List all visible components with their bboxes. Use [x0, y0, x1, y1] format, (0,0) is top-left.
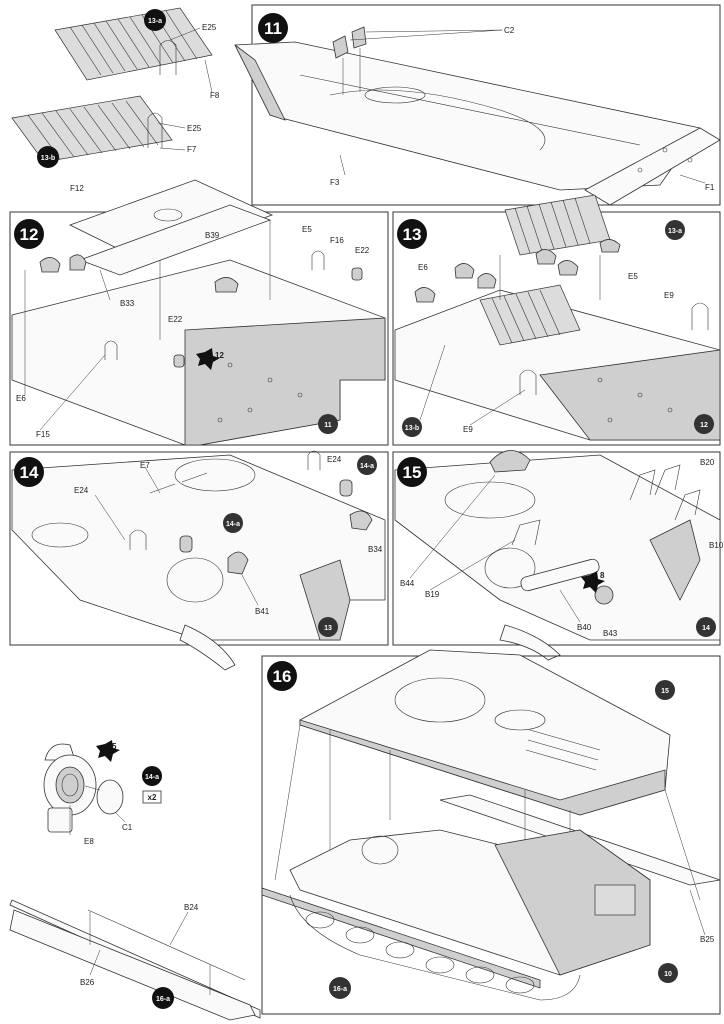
step-15-number: 15: [403, 463, 422, 482]
ref-step-15-badge: [655, 680, 675, 700]
subassembly-14a-badge: [142, 766, 162, 786]
part-E22-label: E22: [355, 246, 370, 255]
subassembly-16a-drawing: [9, 899, 261, 1021]
ref-14a-badge: [223, 513, 243, 533]
part-E8-label: E8: [84, 837, 94, 846]
ref-step-11-badge: [318, 414, 338, 434]
part-E6-label: E6: [418, 263, 428, 272]
part-B25-label: B25: [700, 935, 715, 944]
subassembly-13a-label: 13-a: [148, 18, 162, 25]
ref-step-10-badge: [658, 963, 678, 983]
step-13-drawing: [394, 194, 721, 441]
part-E5-label: E5: [628, 272, 638, 281]
part-C1-label: C1: [122, 823, 133, 832]
part-E24-label: E24: [74, 486, 89, 495]
subassembly-14a-drawing: [43, 740, 126, 835]
ref-14a-label: 14-a: [360, 463, 374, 470]
ref-step-15-label: 15: [661, 688, 669, 695]
part-F1-label: F1: [705, 183, 715, 192]
part-F12-label: F12: [70, 184, 84, 193]
step-12-drawing: [11, 179, 386, 446]
part-B34-label: B34: [368, 545, 383, 554]
ref-step-5-label: 5: [112, 742, 117, 751]
ref-step-12-label: 12: [700, 422, 708, 429]
quantity-label: x2: [148, 793, 157, 802]
part-C2-label: C2: [504, 26, 515, 35]
step-11-frame: [251, 4, 721, 206]
ref-13b-label: 13-b: [405, 425, 419, 432]
ref-13a-label: 13-a: [668, 228, 682, 235]
part-F8-label: F8: [210, 91, 220, 100]
step-14-badge: [14, 457, 44, 487]
step-15-drawing: [394, 450, 721, 661]
step-11-number: 11: [264, 19, 282, 38]
ref-step-8-label: 8: [600, 571, 605, 580]
subassembly-13a-badge: [144, 9, 166, 31]
step-11-badge: [258, 13, 288, 43]
step-15-badge: [397, 457, 427, 487]
ref-step-13-label: 13: [324, 625, 332, 632]
ref-step-13-badge: [318, 617, 338, 637]
part-E7-label: E7: [140, 461, 150, 470]
step-16-badge: [267, 661, 297, 691]
part-F3-label: F3: [330, 178, 340, 187]
part-B41-label: B41: [255, 607, 270, 616]
subassembly-16a-label: 16-a: [156, 996, 170, 1003]
subassembly-13b-badge: [37, 146, 59, 168]
part-F16-label: F16: [330, 236, 344, 245]
part-B44-label: B44: [400, 579, 415, 588]
part-B33-label: B33: [120, 299, 135, 308]
step-12-number: 12: [20, 225, 39, 244]
part-B39-label: B39: [205, 231, 220, 240]
ref-16a-badge: [329, 977, 351, 999]
subassembly-13b-drawing: [11, 95, 186, 163]
ref-14a-badge: [357, 455, 377, 475]
step-14-drawing: [11, 450, 386, 671]
part-E22-label: E22: [168, 315, 183, 324]
part-E9-label: E9: [664, 291, 674, 300]
part-F7-label: F7: [187, 145, 197, 154]
ref-step-14-badge: [696, 617, 716, 637]
ref-14a-label: 14-a: [226, 521, 240, 528]
part-F15-label: F15: [36, 430, 50, 439]
step-13-badge: [397, 219, 427, 249]
ref-step-10-label: 10: [664, 971, 672, 978]
ref-13a-badge: [665, 220, 685, 240]
part-B10-label: B10: [709, 541, 724, 550]
part-E5-label: E5: [302, 225, 312, 234]
ref-step-12-badge: [694, 414, 714, 434]
step-16-drawing: [261, 649, 721, 1001]
quantity-box: [142, 790, 162, 804]
part-B19-label: B19: [425, 590, 440, 599]
step-13-number: 13: [403, 225, 422, 244]
part-E24-label: E24: [327, 455, 342, 464]
step-11-drawing: [234, 26, 721, 206]
part-E25-label: E25: [187, 124, 202, 133]
part-B20-label: B20: [700, 458, 715, 467]
part-B40-label: B40: [577, 623, 592, 632]
ref-step-11-label: 11: [324, 422, 332, 429]
part-B24-label: B24: [184, 903, 199, 912]
ref-13b-badge: [402, 417, 422, 437]
step-12-badge: [14, 219, 44, 249]
ref-16a-label: 16-a: [333, 986, 347, 993]
ref-step-12-label: 12: [215, 351, 224, 360]
subassembly-14a-label: 14-a: [145, 774, 159, 781]
subassembly-13b-label: 13-b: [41, 155, 55, 162]
part-E25-label: E25: [202, 23, 217, 32]
part-B43-label: B43: [603, 629, 618, 638]
part-B26-label: B26: [80, 978, 95, 987]
part-E6-label: E6: [16, 394, 26, 403]
step-16-number: 16: [273, 667, 292, 686]
subassembly-16a-badge: [152, 987, 174, 1009]
subassembly-13a-drawing: [54, 7, 213, 93]
step-14-number: 14: [20, 463, 39, 482]
part-E9-label: E9: [463, 425, 473, 434]
ref-step-14-label: 14: [702, 625, 710, 632]
